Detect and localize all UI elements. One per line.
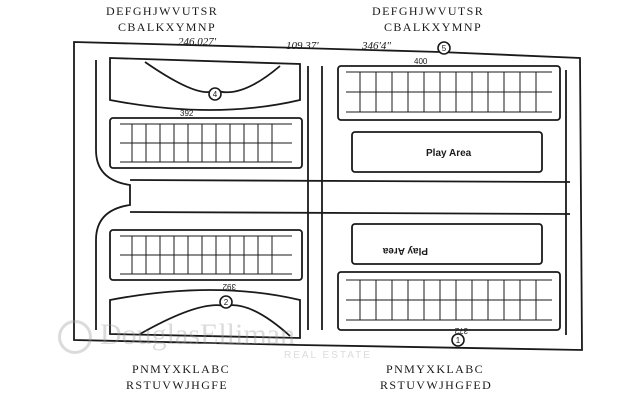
top-left-label-line1: DEFGHJWVUTSR bbox=[106, 4, 219, 18]
road-edge-left bbox=[95, 60, 131, 330]
courtyard-bottom-left bbox=[109, 289, 301, 339]
play-area-bottom-label: Play Area bbox=[382, 245, 428, 256]
units-top-right bbox=[346, 71, 552, 113]
building-top-left bbox=[109, 117, 303, 169]
road-horizontal-top bbox=[129, 179, 571, 183]
building-bottom-right bbox=[337, 271, 561, 331]
building-number-372: 372 bbox=[454, 326, 468, 335]
units-top-left bbox=[120, 123, 292, 163]
marker-bottom-right: 1 bbox=[456, 336, 461, 345]
bottom-left-label-line1: PNMYXKLABC bbox=[132, 362, 231, 376]
building-bottom-left bbox=[109, 229, 303, 281]
marker-circle-top-left bbox=[208, 87, 222, 101]
top-left-label-line2: CBALKXYMNP bbox=[118, 20, 217, 34]
courtyard-top-left bbox=[109, 57, 301, 111]
units-bottom-right bbox=[346, 279, 552, 321]
marker-circle-top-right bbox=[437, 41, 451, 55]
watermark-subtitle: REAL ESTATE bbox=[284, 350, 372, 361]
building-number-392-top: 392 bbox=[180, 109, 194, 118]
play-area-top-box bbox=[351, 131, 543, 173]
building-number-400: 400 bbox=[414, 57, 428, 66]
bottom-right-label-line1: PNMYXKLABC bbox=[386, 362, 485, 376]
marker-top-right: 5 bbox=[442, 44, 447, 53]
building-top-right bbox=[337, 65, 561, 121]
road-horizontal-bottom bbox=[129, 211, 571, 215]
marker-top-left: 4 bbox=[213, 90, 218, 99]
watermark-name: DouglasElliman bbox=[100, 318, 295, 351]
units-bottom-left bbox=[120, 235, 292, 275]
top-right-label-line1: DEFGHJWVUTSR bbox=[372, 4, 485, 18]
top-right-label-line2: CBALKXYMNP bbox=[384, 20, 483, 34]
play-area-bottom-box bbox=[351, 223, 543, 265]
dimension-right: 346'4" bbox=[362, 40, 391, 52]
building-number-392-bottom: 392 bbox=[222, 282, 236, 291]
bottom-right-label-line2: RSTUVWJHGFED bbox=[380, 378, 493, 392]
marker-circle-bottom-right bbox=[451, 333, 465, 347]
bottom-left-label-line2: RSTUVWJHGFE bbox=[126, 378, 229, 392]
watermark-logo-icon bbox=[58, 320, 92, 354]
play-area-top-label: Play Area bbox=[426, 148, 472, 159]
marker-circle-bottom-left bbox=[219, 295, 233, 309]
site-boundary bbox=[73, 41, 583, 351]
marker-bottom-left: 2 bbox=[224, 298, 229, 307]
